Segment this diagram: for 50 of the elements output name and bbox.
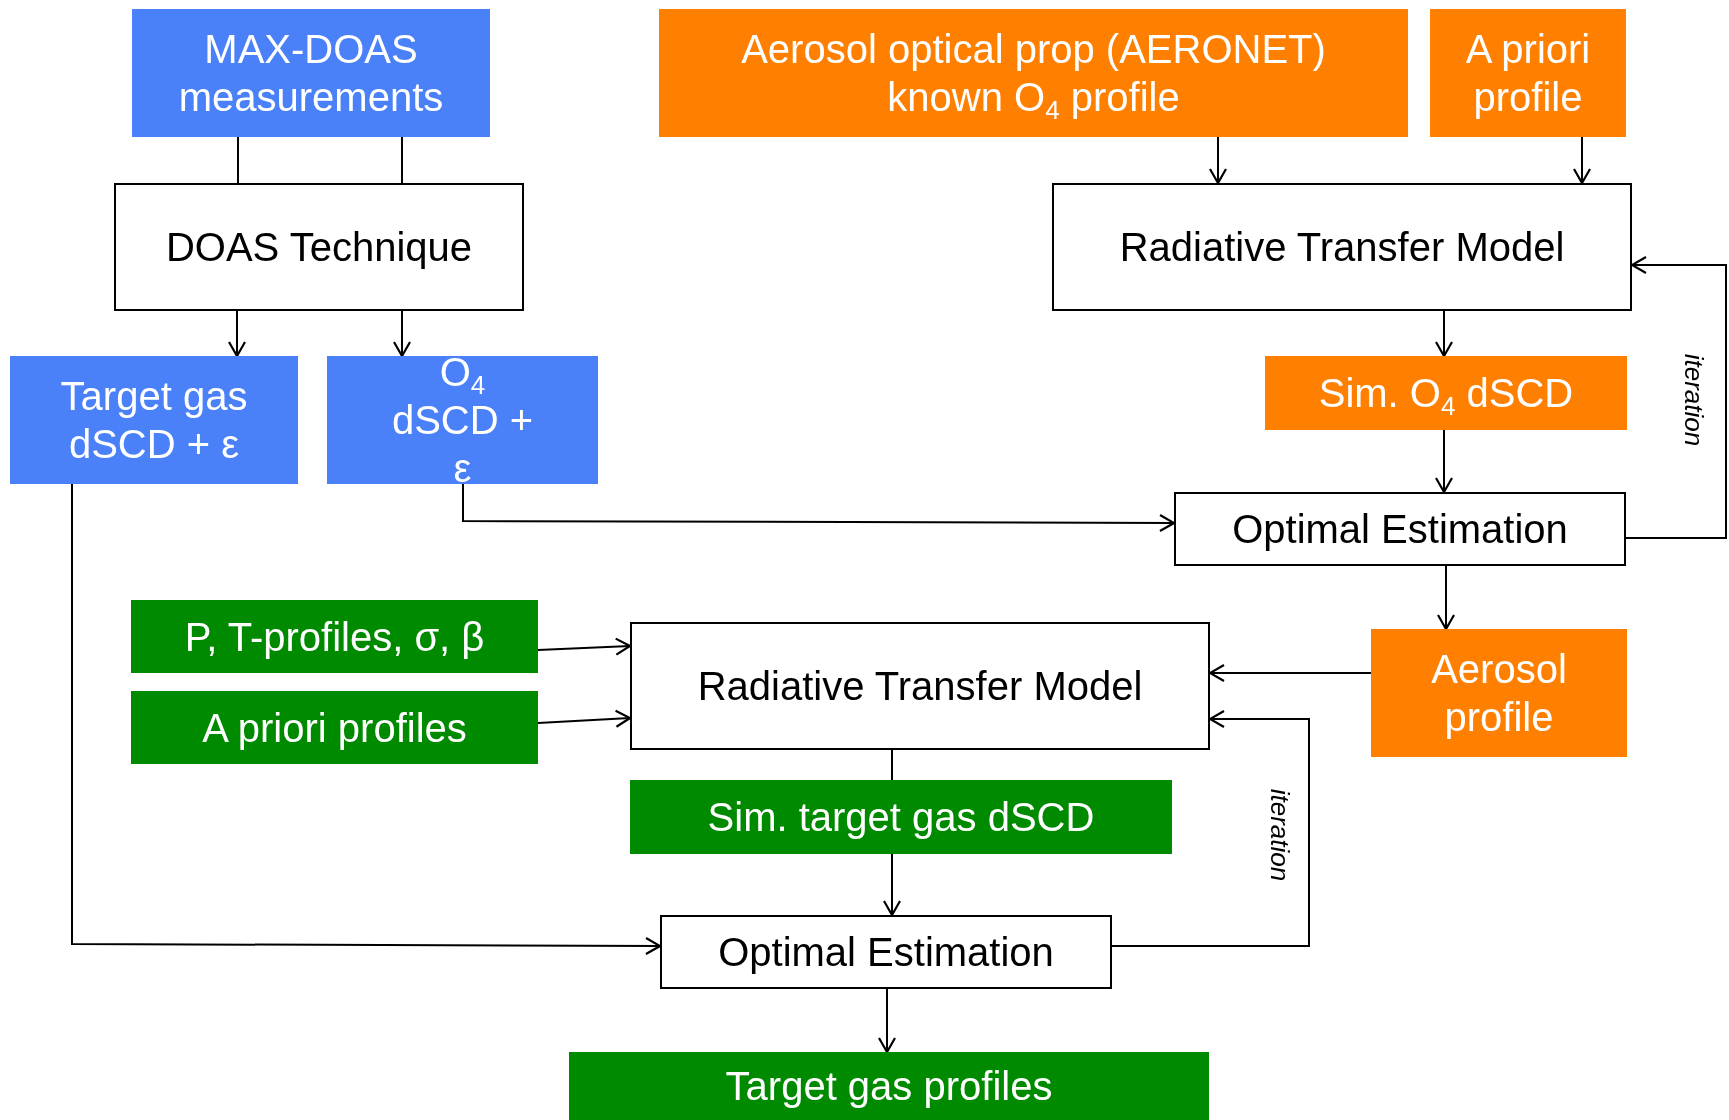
arrow bbox=[1111, 709, 1310, 947]
process-box bbox=[660, 915, 1112, 989]
connector-line bbox=[401, 136, 403, 184]
data-box bbox=[659, 9, 1408, 137]
data-box bbox=[1371, 629, 1627, 757]
node-label: DOAS Technique bbox=[165, 224, 473, 271]
node-label: P, T-profiles, σ, β bbox=[184, 613, 485, 661]
node-label: MAX-DOAS measurements bbox=[177, 26, 445, 121]
data-box bbox=[569, 1052, 1209, 1120]
arrow bbox=[71, 483, 662, 956]
node-label: Optimal Estimation bbox=[718, 929, 1054, 976]
connector-line bbox=[237, 136, 239, 184]
arrow bbox=[1572, 136, 1592, 185]
process-box bbox=[1174, 492, 1626, 566]
arrow bbox=[877, 988, 897, 1054]
node-label: A priori profile bbox=[1464, 26, 1592, 121]
arrow bbox=[392, 310, 412, 358]
node-label: Target gas profiles bbox=[725, 1063, 1053, 1110]
arrow bbox=[462, 483, 1176, 533]
process-box bbox=[114, 183, 524, 311]
arrow bbox=[1434, 429, 1454, 494]
data-box bbox=[327, 356, 598, 484]
arrow bbox=[537, 637, 632, 656]
data-box bbox=[10, 356, 298, 484]
data-box bbox=[1265, 356, 1627, 430]
arrow bbox=[227, 310, 247, 358]
data-box bbox=[132, 9, 490, 137]
data-box bbox=[1430, 9, 1626, 137]
node-label: A priori profiles bbox=[202, 704, 467, 752]
connector-line bbox=[891, 749, 893, 781]
process-box bbox=[630, 622, 1210, 750]
arrow bbox=[1436, 565, 1456, 631]
node-label: Target gas dSCD + ε bbox=[59, 373, 249, 468]
arrow bbox=[537, 709, 632, 728]
process-box bbox=[1052, 183, 1632, 311]
node-label: Radiative Transfer Model bbox=[1119, 224, 1565, 271]
node-label: Optimal Estimation bbox=[1232, 506, 1568, 553]
data-box bbox=[131, 600, 538, 673]
node-label: O$_{4}$ dSCD + ε bbox=[390, 349, 535, 492]
arrow bbox=[1625, 255, 1727, 539]
arrow bbox=[882, 853, 902, 917]
node-label: Sim. target gas dSCD bbox=[707, 794, 1095, 841]
arrow bbox=[1208, 136, 1228, 185]
node-label: Radiative Transfer Model bbox=[697, 663, 1143, 710]
node-label: Aerosol profile bbox=[1430, 646, 1568, 741]
data-box bbox=[131, 691, 538, 764]
arrow bbox=[1434, 310, 1454, 358]
node-label: Sim. O$_{4}$ dSCD bbox=[1318, 370, 1574, 417]
node-label: Aerosol optical prop (AERONET) known O$_{4}$ profile bbox=[740, 26, 1327, 121]
data-box bbox=[630, 780, 1172, 854]
